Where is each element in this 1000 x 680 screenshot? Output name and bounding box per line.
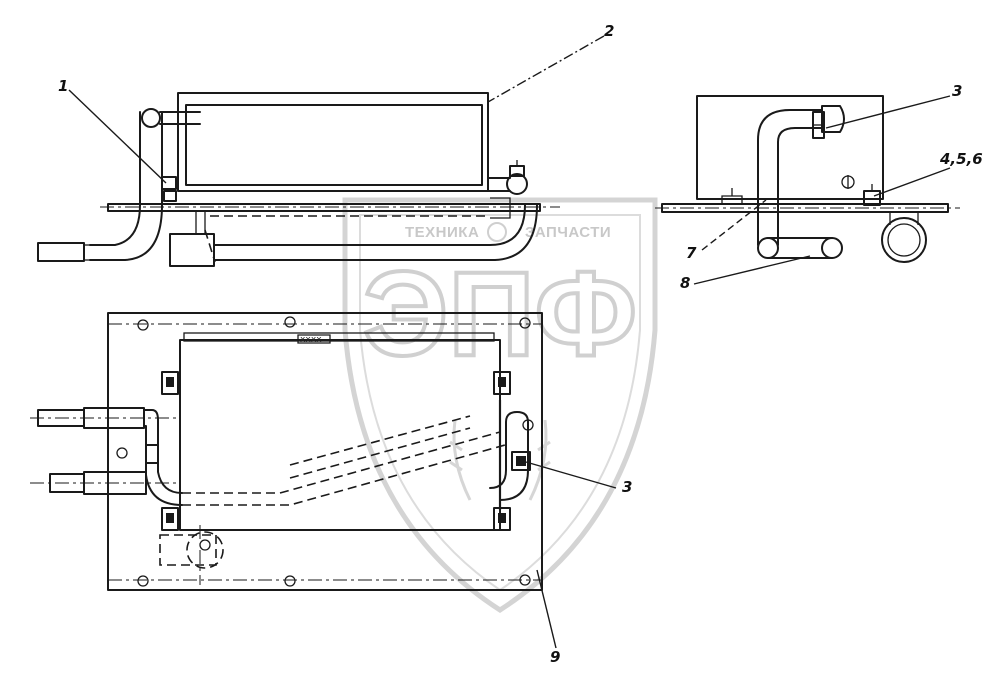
right-elbow — [506, 173, 528, 195]
callout-8: 8 — [680, 274, 690, 292]
callout-3-plan: 3 — [622, 478, 632, 496]
heater-body-outer — [177, 92, 489, 192]
leader-3-side — [825, 95, 951, 129]
end-view-riser-pipe — [757, 109, 823, 246]
callout-7: 7 — [686, 244, 697, 262]
end-view-pipe-section — [881, 217, 927, 263]
callout-9: 9 — [550, 648, 560, 666]
plan-base-plate — [107, 312, 543, 591]
plan-view: xxxx — [30, 312, 543, 591]
watermark-gear-icon — [487, 222, 507, 242]
leader-2 — [487, 35, 605, 103]
callouts: 1 2 3 4,5,6 7 8 3 9 — [58, 22, 983, 666]
side-view — [37, 92, 560, 267]
callout-3-side: 3 — [952, 82, 962, 100]
mounting-bracket — [169, 233, 215, 267]
mount-ear-br — [493, 507, 511, 531]
plan-heater-body — [179, 339, 501, 531]
plan-hidden-pipe-1 — [182, 431, 501, 494]
end-view — [655, 95, 960, 263]
leader-1 — [68, 89, 167, 184]
mount-ear-tr — [493, 371, 511, 395]
watermark-brand-left: ТЕХНИКА — [405, 224, 479, 241]
callout-2: 2 — [604, 22, 614, 40]
leader-3-plan — [525, 461, 617, 489]
leader-8 — [693, 255, 811, 285]
plan-supply-bend — [145, 462, 183, 506]
callout-4-5-6: 4,5,6 — [939, 150, 983, 168]
leader-4-5-6 — [873, 167, 951, 197]
mount-ear-tl — [161, 371, 179, 395]
bottom-supply-pipe — [89, 204, 163, 261]
left-inlet-fitting — [37, 242, 85, 262]
svg-text:xxxx: xxxx — [300, 335, 322, 345]
heater-body-inner — [185, 104, 483, 186]
leader-7 — [701, 199, 767, 251]
pipe-clamp — [161, 176, 177, 190]
left-vertical-pipe — [139, 111, 163, 206]
mount-ear-bl — [161, 507, 179, 531]
callout-1: 1 — [58, 77, 68, 95]
watermark-brand-right: ЗАПЧАСТИ — [525, 224, 611, 241]
plan-clamp-3 — [511, 451, 531, 471]
leader-9 — [536, 569, 557, 649]
plan-return-pipe — [489, 411, 529, 501]
return-pipe — [213, 204, 538, 261]
end-view-housing — [696, 95, 884, 200]
